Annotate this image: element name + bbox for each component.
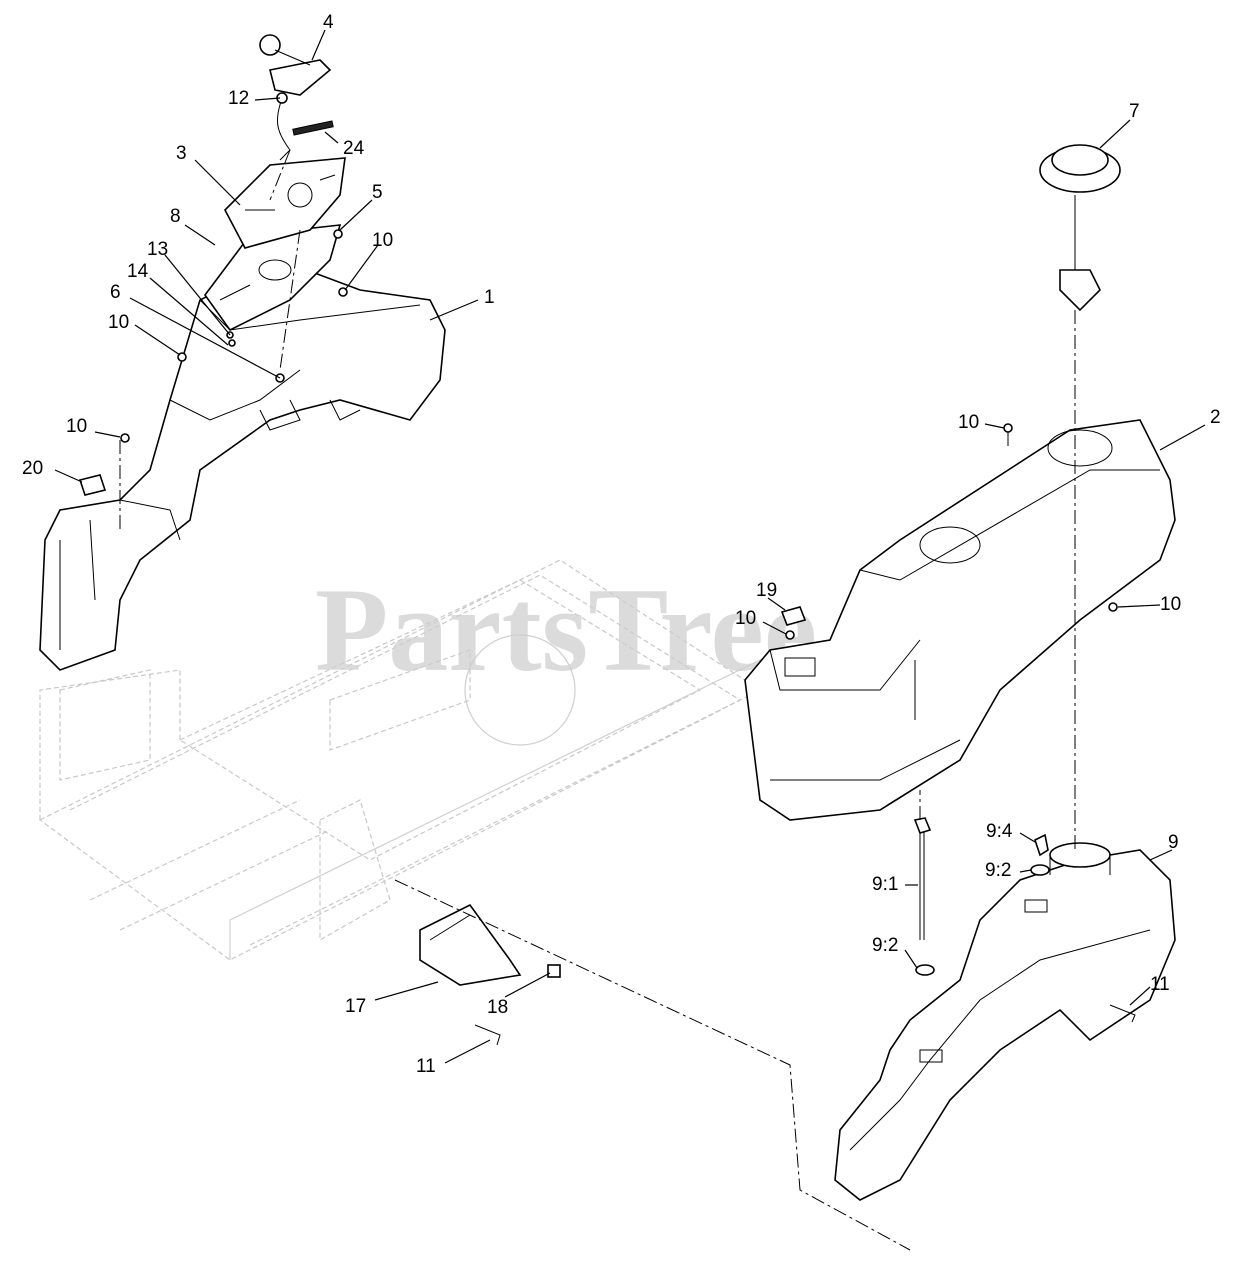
elbow-fitting — [1034, 833, 1049, 857]
callout-10-front: 10 — [66, 416, 87, 437]
callouts: 4 12 24 3 8 5 10 1 13 14 6 10 10 20 7 10… — [22, 12, 1221, 1077]
clip-left — [78, 474, 107, 496]
clip-11-right — [1109, 1004, 1136, 1023]
callout-24: 24 — [343, 138, 365, 159]
callout-9-1: 9:1 — [872, 874, 898, 895]
callout-1: 1 — [484, 287, 495, 308]
callout-18: 18 — [487, 997, 508, 1018]
callout-10-right-top: 10 — [958, 412, 979, 433]
bolt — [547, 964, 561, 978]
callout-6: 6 — [110, 282, 121, 303]
callout-11-right: 11 — [1150, 974, 1170, 995]
fuel-cap — [1039, 144, 1121, 312]
callout-9: 9 — [1168, 832, 1179, 853]
screws — [120, 229, 1118, 640]
clip-right — [780, 606, 807, 626]
decal-plate — [224, 157, 346, 249]
callout-10-right-mid: 10 — [735, 608, 756, 629]
watermark-brand: PartsTree — [315, 563, 817, 696]
callout-2: 2 — [1210, 407, 1221, 428]
callout-10-top: 10 — [372, 230, 393, 251]
callout-9-2-bottom: 9:2 — [872, 935, 898, 956]
left-console-shroud — [39, 259, 446, 671]
callout-10-right-side: 10 — [1160, 594, 1181, 615]
callout-7: 7 — [1129, 101, 1140, 122]
callout-20: 20 — [22, 458, 43, 479]
callout-14: 14 — [127, 261, 149, 282]
clip-11-left — [474, 1024, 501, 1046]
fuel-tube — [913, 817, 932, 940]
callout-13: 13 — [147, 239, 168, 260]
fuel-tank — [834, 842, 1176, 1201]
grommet-lower — [915, 964, 935, 976]
grommet-upper — [1030, 864, 1050, 876]
callout-10-left: 10 — [108, 312, 129, 333]
leader-lines — [54, 29, 1206, 1064]
callout-19: 19 — [756, 580, 777, 601]
lever-knob — [259, 34, 332, 96]
callout-17: 17 — [345, 996, 366, 1017]
callout-9-2-top: 9:2 — [985, 860, 1011, 881]
callout-9-4: 9:4 — [986, 821, 1013, 842]
callout-8: 8 — [170, 206, 181, 227]
cable — [276, 92, 291, 161]
right-console-shroud — [744, 419, 1176, 821]
callout-4: 4 — [323, 12, 334, 33]
callout-5: 5 — [372, 182, 383, 203]
callout-11-left: 11 — [416, 1056, 436, 1077]
bracket — [419, 903, 522, 986]
decal-strip — [292, 120, 334, 136]
callout-3: 3 — [176, 143, 187, 164]
callout-12: 12 — [228, 88, 249, 109]
assembly-lines — [119, 149, 1076, 1251]
